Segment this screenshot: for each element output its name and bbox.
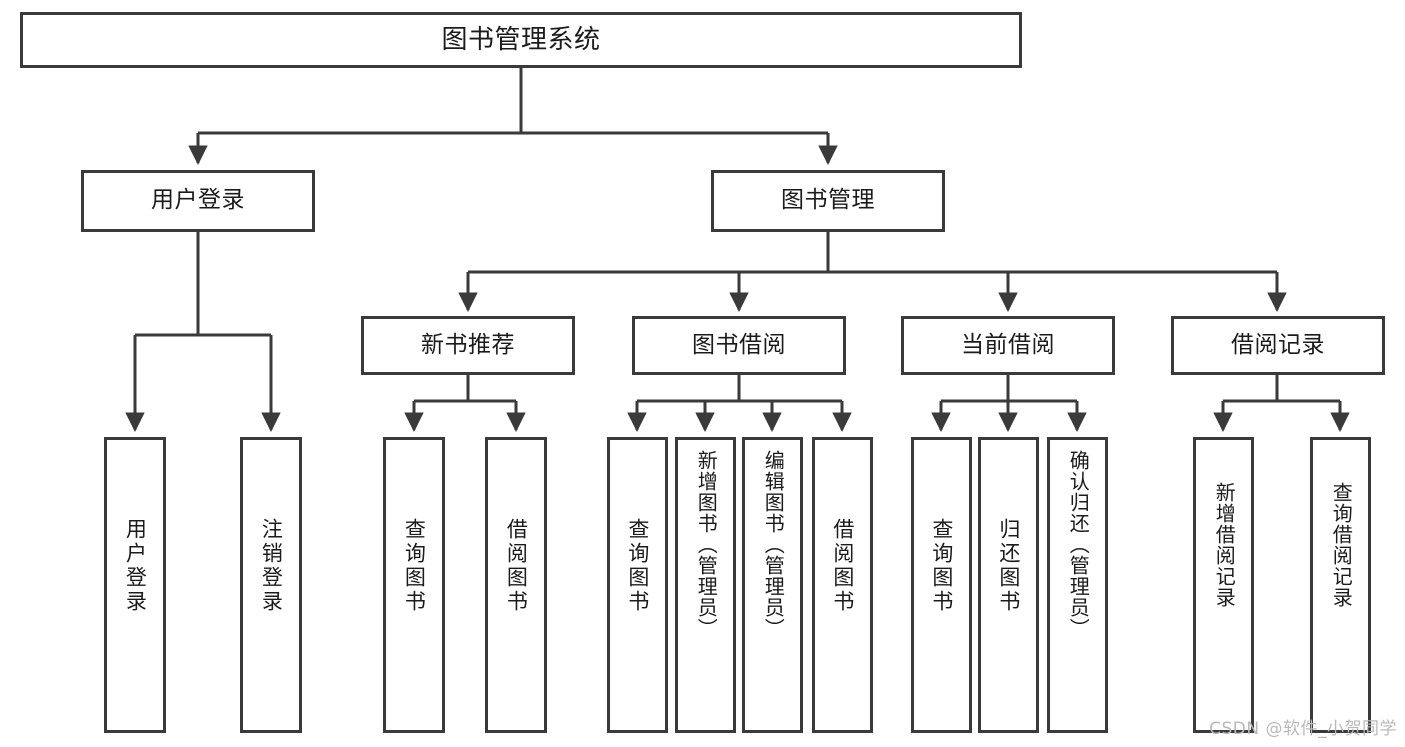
- node-label: 新增借阅记录: [1212, 482, 1237, 608]
- leaf-current-borrow-query-book[interactable]: 查询图书: [911, 437, 972, 733]
- node-label: 借阅图书: [830, 518, 855, 614]
- node-label: 查询图书: [402, 518, 427, 614]
- node-book-management[interactable]: 图书管理: [711, 170, 945, 232]
- leaf-current-borrow-return-book[interactable]: 归还图书: [978, 437, 1039, 733]
- node-label: 确认归还（管理员）: [1066, 450, 1091, 639]
- node-label: 查询图书: [625, 518, 650, 614]
- node-label: 用户登录: [123, 518, 148, 614]
- leaf-new-book-query-book[interactable]: 查询图书: [383, 437, 445, 733]
- node-label: 查询图书: [929, 518, 954, 614]
- node-user-login[interactable]: 用户登录: [81, 170, 315, 232]
- leaf-book-borrow-edit-book-admin[interactable]: 编辑图书（管理员）: [742, 437, 803, 733]
- node-label: 借阅图书: [504, 518, 529, 614]
- node-label: 当前借阅: [961, 331, 1055, 358]
- node-label: 用户登录: [151, 187, 245, 214]
- leaf-book-borrow-add-book-admin[interactable]: 新增图书（管理员）: [675, 437, 736, 733]
- node-label: 图书管理系统: [441, 24, 601, 55]
- node-label: 图书借阅: [692, 331, 786, 358]
- node-label: 新增图书（管理员）: [694, 450, 719, 639]
- node-label: 编辑图书（管理员）: [761, 450, 786, 639]
- csdn-watermark: CSDN @软件_小贺同学: [1209, 719, 1397, 739]
- node-current-borrow[interactable]: 当前借阅: [901, 316, 1115, 375]
- node-label: 新书推荐: [421, 331, 515, 358]
- leaf-new-book-borrow-book[interactable]: 借阅图书: [485, 437, 547, 733]
- leaf-borrow-record-add-record[interactable]: 新增借阅记录: [1193, 437, 1254, 733]
- node-borrow-record[interactable]: 借阅记录: [1171, 316, 1385, 375]
- leaf-user-login-login[interactable]: 用户登录: [104, 437, 166, 733]
- node-book-borrow[interactable]: 图书借阅: [632, 316, 846, 375]
- leaf-book-borrow-query-book[interactable]: 查询图书: [607, 437, 668, 733]
- leaf-user-login-logout[interactable]: 注销登录: [240, 437, 302, 733]
- node-new-book-recommend[interactable]: 新书推荐: [361, 316, 575, 375]
- node-label: 借阅记录: [1231, 331, 1325, 358]
- node-label: 图书管理: [781, 187, 875, 214]
- node-label: 归还图书: [996, 518, 1021, 614]
- node-label: 注销登录: [259, 518, 284, 614]
- leaf-borrow-record-query-record[interactable]: 查询借阅记录: [1310, 437, 1371, 733]
- leaf-current-borrow-confirm-return-admin[interactable]: 确认归还（管理员）: [1047, 437, 1108, 733]
- node-label: 查询借阅记录: [1329, 482, 1354, 608]
- node-root-system[interactable]: 图书管理系统: [20, 12, 1022, 68]
- leaf-book-borrow-borrow-book[interactable]: 借阅图书: [812, 437, 873, 733]
